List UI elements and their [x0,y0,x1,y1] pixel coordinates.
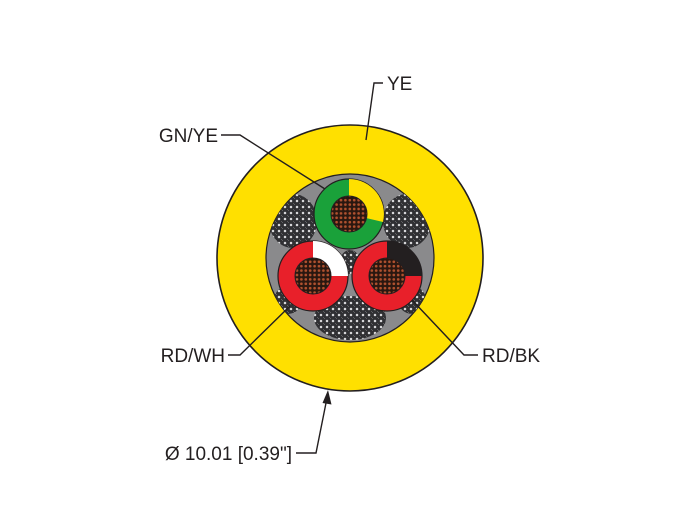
conductor-rd-wh [277,240,349,312]
label-conductor-rd-wh: RD/WH [161,346,225,367]
label-jacket-color: YE [387,74,412,95]
label-conductor-gn-ye: GN/YE [159,126,218,147]
leader-gn-ye [221,134,326,190]
conductor-rd-bk-copper [368,257,406,295]
label-conductor-rd-bk: RD/BK [482,346,540,367]
diameter-arrow-icon [322,390,332,405]
conductor-rd-bk [351,240,423,312]
leader-rd-bk [411,299,478,356]
conductor-gn-ye-copper [330,195,368,233]
label-cable-diameter: Ø 10.01 [0.39"] [165,444,292,465]
conductor-rd-wh-copper [294,257,332,295]
leader-rd-wh [228,305,291,356]
leader-diameter [296,397,328,454]
leader-lines [221,82,478,454]
leader-jacket [365,82,383,141]
filler-bottom [314,296,386,340]
conductor-gn-ye [313,178,385,250]
